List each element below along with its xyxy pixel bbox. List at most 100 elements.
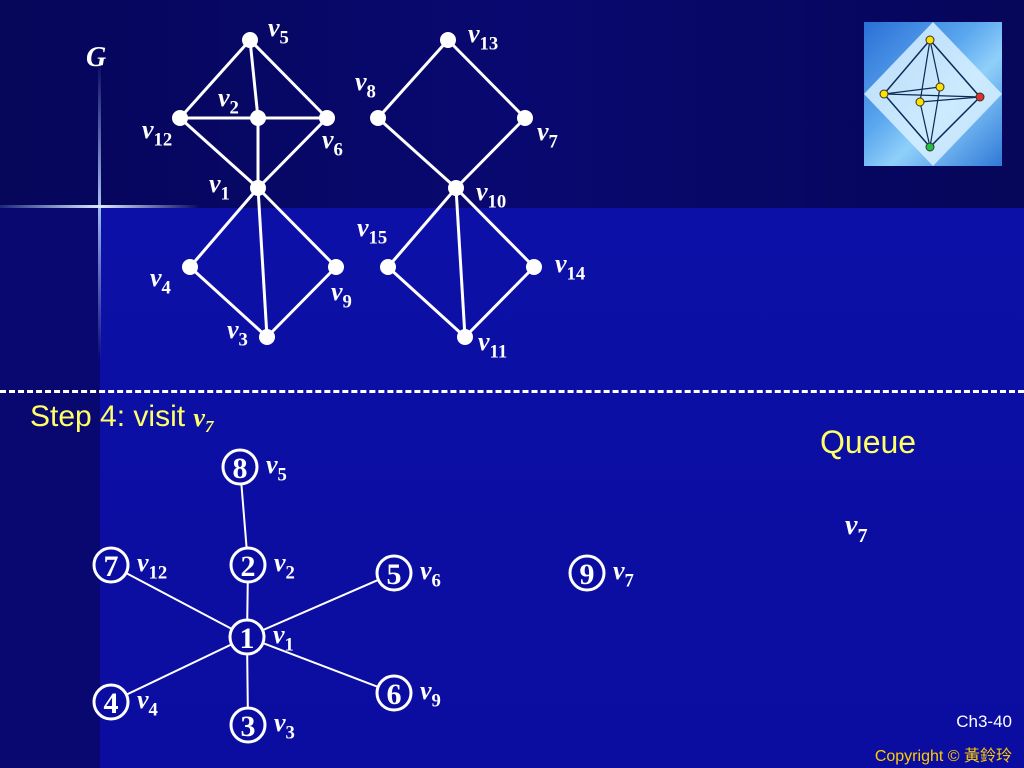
graph-edge-v8-v10 [376,116,458,190]
graph-edge-v5-v2 [248,39,260,119]
graph-node-v4 [182,259,198,275]
tree-node-v4 [92,683,130,721]
graph-edge-v13-v7 [446,38,527,120]
graph-edge-v1-v4 [188,187,260,268]
tree-label-v6: v6 [420,556,441,591]
tree-order-v2: 2 [241,550,256,583]
tree-label-v2: v2 [274,548,295,583]
graph-label-v2: v2 [218,83,239,118]
graph-node-v3 [259,329,275,345]
graph-edge-v14-v11 [463,265,536,339]
bfs-tree-edges [110,466,395,726]
graph-label-v4: v4 [150,263,171,298]
graph-node-v2 [250,110,266,126]
graph-node-v14 [526,259,542,275]
tree-label-v12: v12 [137,548,167,583]
graph-edge-v6-v1 [256,116,329,190]
graph-label-v8: v8 [355,67,376,102]
graph-edge-v5-v12 [178,38,252,120]
tree-order-v1: 1 [240,622,255,655]
graph-nodes [172,32,542,345]
queue-title: Queue [820,424,917,460]
copyright-notice: Copyright © 黃鈴玲 [874,748,1012,765]
graph-node-v8 [370,110,386,126]
tree-edge-v1-v12 [110,564,248,638]
graph-edge-v13-v8 [376,38,450,120]
tree-node-v3 [229,706,267,744]
graph-edge-v7-v10 [454,116,527,190]
tree-order-v7: 9 [580,558,595,591]
graph-node-v15 [380,259,396,275]
graph-edge-v15-v11 [386,265,467,339]
graph-node-v7 [517,110,533,126]
graph-edge-v10-v14 [454,186,536,269]
graph-label-v12: v12 [142,115,172,150]
graph-label-v1: v1 [209,169,230,204]
tree-edge-v1-v6 [246,572,395,638]
graph-edge-v1-v9 [256,186,338,269]
graph-node-v6 [319,110,335,126]
tree-order-v12: 7 [104,550,119,583]
graph-edge-v12-v1 [178,116,260,190]
tree-label-v3: v3 [274,708,295,743]
step-vertex: v7 [193,403,214,437]
graph-label-v7: v7 [537,117,558,152]
tree-label-v9: v9 [420,676,441,711]
graph-label-v10: v10 [476,177,506,212]
tree-label-v4: v4 [137,685,158,720]
graph-edge-v10-v11 [454,187,467,338]
tree-label-v1: v1 [273,620,294,655]
graph-label-v14: v14 [555,249,585,284]
queue-item-0: v7 [845,510,868,547]
tree-label-v7: v7 [613,556,634,591]
graph-label-v6: v6 [322,125,343,160]
tree-node-v7 [568,554,606,592]
graph-edge-v9-v3 [265,265,338,339]
graph-edge-v5-v6 [248,38,329,120]
graph-node-v5 [242,32,258,48]
queue-items: v7 [845,510,868,547]
graph-label-v13: v13 [468,19,498,54]
graph-edge-v4-v3 [188,265,269,339]
tree-node-v1 [228,618,266,656]
step-caption: Step 4: visit v7 [30,400,213,437]
graph-node-v13 [440,32,456,48]
graph-edge-v10-v15 [386,187,458,268]
graph-node-v12 [172,110,188,126]
tree-node-v6 [375,554,413,592]
tree-order-v5: 8 [233,452,248,485]
slide-number: Ch3-40 [956,712,1012,731]
octahedron-logo [864,22,1002,166]
graph-node-v9 [328,259,344,275]
step-prefix: Step 4: visit [30,400,194,433]
background-main [100,208,1024,768]
tree-edge-v1-v4 [110,636,248,703]
graph-label-v15: v15 [357,213,387,248]
tree-order-v4: 4 [104,687,119,720]
graph-edges [178,38,536,339]
tree-node-v12 [92,546,130,584]
graph-node-v1 [250,180,266,196]
light-flare-horizontal [0,205,200,208]
tree-node-v9 [375,674,413,712]
tree-node-v2 [229,546,267,584]
background-left-strip [0,208,100,768]
light-flare-vertical [98,60,101,360]
graph-edge-v1-v3 [256,187,269,338]
tree-order-v3: 3 [241,710,256,743]
graph-label-v5: v5 [268,13,289,48]
tree-label-v5: v5 [266,450,287,485]
tree-edge-v1-v9 [246,636,395,694]
tree-order-v6: 5 [387,558,402,591]
tree-node-v5 [221,448,259,486]
dashed-separator [0,390,1024,393]
graph-label-v11: v11 [478,327,507,362]
graph-node-v11 [457,329,473,345]
graph-node-v10 [448,180,464,196]
graph-label-v9: v9 [331,277,352,312]
graph-label: G [86,42,106,73]
tree-order-v9: 6 [387,678,402,711]
